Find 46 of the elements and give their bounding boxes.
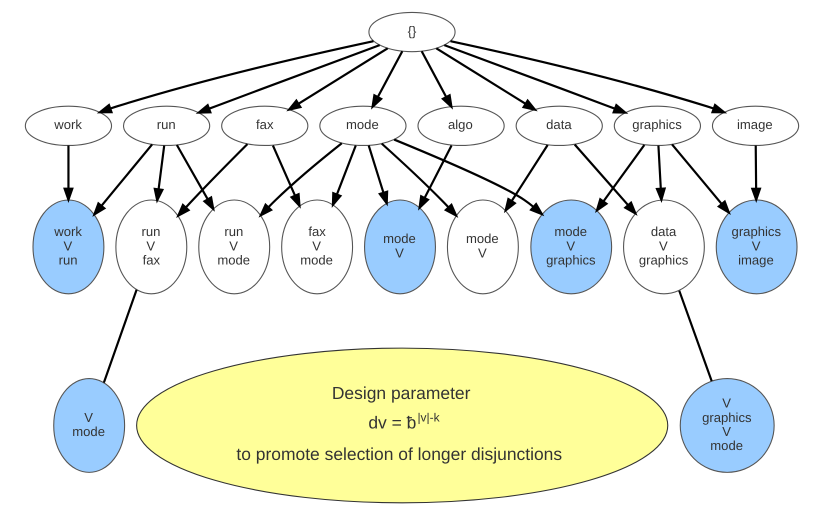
node-ellipse: data bbox=[515, 106, 602, 146]
arrow bbox=[176, 143, 248, 218]
connector bbox=[678, 290, 712, 382]
arrow bbox=[258, 142, 342, 218]
arrow bbox=[450, 40, 727, 114]
node-ellipse: Design parameter dv = ƀ$^{|v|-k}$ to promote selection of longer disjunctions bbox=[136, 348, 668, 504]
arrow bbox=[380, 142, 458, 218]
node-ellipse: image bbox=[711, 106, 799, 146]
node-ellipse: V mode bbox=[52, 378, 125, 473]
node-ellipse: run V mode bbox=[198, 199, 270, 294]
arrow bbox=[152, 145, 165, 204]
arrow bbox=[96, 40, 374, 114]
node-ellipse: {} bbox=[368, 12, 456, 52]
arrow bbox=[654, 145, 666, 203]
node-ellipse: algo bbox=[416, 106, 504, 146]
arrow bbox=[750, 146, 761, 203]
node-ellipse: mode V bbox=[364, 199, 436, 294]
node-ellipse: run bbox=[122, 106, 210, 146]
node-ellipse: fax V mode bbox=[280, 199, 353, 294]
arrow bbox=[370, 50, 403, 110]
node-ellipse: mode bbox=[318, 106, 406, 146]
arrow bbox=[670, 144, 730, 215]
arrow bbox=[435, 47, 538, 112]
arrow bbox=[195, 44, 380, 114]
arrow bbox=[271, 145, 300, 209]
arrow bbox=[573, 144, 638, 216]
node-ellipse: work V run bbox=[32, 199, 104, 294]
connector bbox=[102, 289, 138, 383]
arrow bbox=[594, 144, 645, 213]
arrow bbox=[331, 145, 356, 208]
arrow bbox=[92, 144, 152, 217]
arrow bbox=[420, 50, 452, 110]
node-ellipse: graphics bbox=[613, 106, 701, 146]
arrow bbox=[443, 44, 628, 114]
arrow bbox=[503, 144, 548, 214]
node-ellipse: fax bbox=[220, 106, 308, 146]
arrow bbox=[418, 145, 452, 211]
node-ellipse: work bbox=[24, 106, 112, 146]
arrow bbox=[62, 146, 74, 203]
arrow bbox=[286, 47, 388, 112]
node-ellipse: mode V bbox=[446, 199, 518, 294]
node-circle: V graphics V mode bbox=[679, 378, 774, 473]
arrow bbox=[393, 138, 544, 216]
arrow bbox=[175, 144, 214, 212]
node-ellipse: run V fax bbox=[114, 199, 187, 294]
arrow bbox=[367, 145, 388, 206]
